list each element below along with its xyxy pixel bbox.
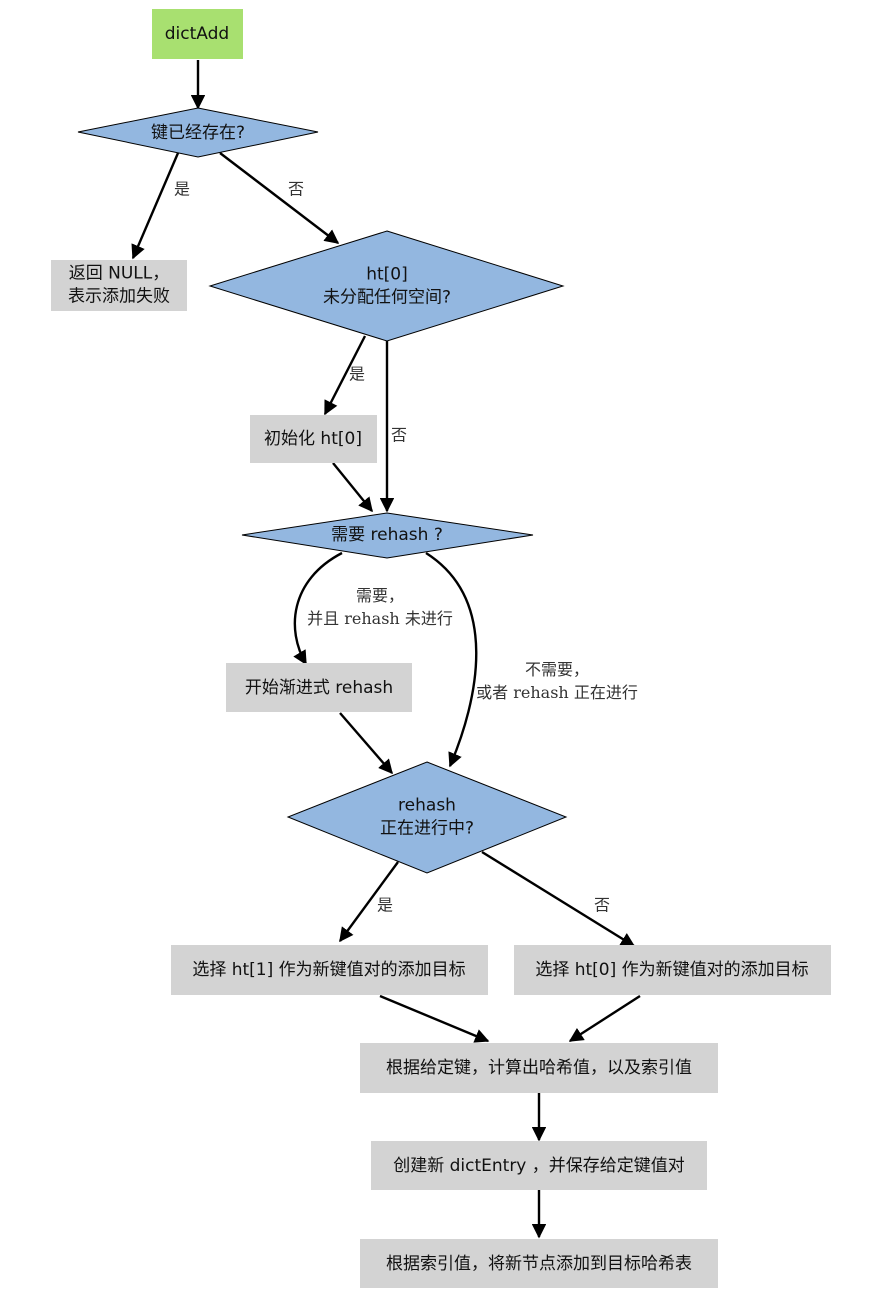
ht0-empty-no-label: 否	[391, 426, 407, 445]
rehashing-yes-label: 是	[377, 896, 393, 915]
compute-hash-label-line: 根据给定键，计算出哈希值，以及索引值	[386, 1058, 692, 1078]
ht0-empty-yes-label: 是	[349, 365, 365, 384]
key-exists-decision	[77, 107, 319, 158]
edge-key-exists-no	[219, 152, 340, 244]
return-null-label: 返回 NULL， 表示添加失败	[68, 264, 170, 307]
nodes: dictAdd 键已经存在? 返回 NULL， 表示添加失败 ht[0] 未分配任何…	[51, 9, 831, 1288]
key-exists-no-label-line: 否	[288, 180, 304, 199]
rehashing-label-line: 正在进行中?	[380, 819, 474, 839]
edges	[131, 60, 641, 1239]
start-rehash-node	[226, 663, 412, 712]
rehashing-label-line: rehash	[398, 796, 456, 816]
choose-ht1-node	[171, 945, 488, 995]
edge-labels: 是 否 是 否 需要， 并且 rehash 未进行 不需要， 或者 rehash 正…	[174, 180, 638, 915]
need-rehash-no-label-line: 不需要，	[525, 660, 589, 679]
choose-ht0-label-line: 选择 ht[0] 作为新键值对的添加目标	[535, 960, 808, 980]
need-rehash-no-label-line: 或者 rehash 正在进行	[476, 683, 638, 702]
ht0-empty-label-line: ht[0]	[366, 265, 408, 285]
choose-ht1-label: 选择 ht[1] 作为新键值对的添加目标	[192, 960, 465, 980]
edge-rehashing-no	[481, 850, 636, 948]
need-rehash-yes-label-line: 并且 rehash 未进行	[307, 609, 453, 628]
create-entry-node	[371, 1141, 707, 1190]
need-rehash-label: 需要 rehash ?	[331, 525, 443, 545]
edge-need-rehash-no	[425, 551, 478, 768]
choose-ht1-label-line: 选择 ht[1] 作为新键值对的添加目标	[192, 960, 465, 980]
choose-ht0-label: 选择 ht[0] 作为新键值对的添加目标	[535, 960, 808, 980]
return-null-node	[51, 260, 187, 311]
need-rehash-decision	[241, 512, 534, 559]
key-exists-no-label: 否	[288, 180, 304, 199]
need-rehash-yes-label: 需要， 并且 rehash 未进行	[307, 586, 453, 628]
key-exists-yes-label-line: 是	[174, 180, 190, 199]
start-node	[152, 9, 243, 59]
rehashing-decision	[286, 761, 568, 874]
ht0-empty-decision	[208, 230, 565, 342]
return-null-label-line: 表示添加失败	[68, 287, 170, 307]
rehashing-no-label-line: 否	[594, 896, 610, 915]
ht0-empty-label-line: 未分配任何空间?	[323, 288, 451, 308]
rehashing-no-label: 否	[594, 896, 610, 915]
start-rehash-label: 开始渐进式 rehash	[245, 678, 393, 698]
start-node-label: dictAdd	[165, 24, 229, 44]
create-entry-label: 创建新 dictEntry ，并保存给定键值对	[393, 1156, 685, 1176]
need-rehash-yes-label-line: 需要，	[356, 586, 404, 605]
ht0-empty-label: ht[0] 未分配任何空间?	[323, 265, 451, 308]
key-exists-label-line: 键已经存在?	[151, 123, 245, 143]
ht0-empty-yes-label-line: 是	[349, 365, 365, 384]
edge-rehashing-yes	[339, 861, 399, 943]
return-null-label-line: 返回 NULL，	[69, 264, 170, 284]
choose-ht0-node	[514, 945, 831, 995]
edge-ht1-to-compute	[379, 994, 490, 1043]
ht0-empty-no-label-line: 否	[391, 426, 407, 445]
edge-start-rehash-to-rehashing	[339, 712, 393, 775]
edge-ht0-empty-yes	[323, 335, 367, 416]
init-ht0-label: 初始化 ht[0]	[264, 429, 362, 449]
edge-need-rehash-yes	[293, 551, 343, 666]
edge-key-exists-yes	[131, 152, 180, 260]
init-ht0-label-line: 初始化 ht[0]	[264, 429, 362, 449]
compute-hash-label: 根据给定键，计算出哈希值，以及索引值	[386, 1058, 692, 1078]
key-exists-label: 键已经存在?	[151, 123, 245, 143]
add-to-table-node	[360, 1239, 718, 1288]
start-rehash-label-line: 开始渐进式 rehash	[245, 678, 393, 698]
edge-ht0-to-compute	[568, 994, 641, 1043]
add-to-table-label-line: 根据索引值，将新节点添加到目标哈希表	[386, 1254, 692, 1274]
compute-hash-node	[360, 1043, 718, 1093]
key-exists-yes-label: 是	[174, 180, 190, 199]
need-rehash-no-label: 不需要， 或者 rehash 正在进行	[476, 660, 638, 702]
create-entry-label-line: 创建新 dictEntry ，并保存给定键值对	[393, 1156, 685, 1176]
init-ht0-node	[250, 415, 377, 463]
rehashing-yes-label-line: 是	[377, 896, 393, 915]
rehashing-label: rehash 正在进行中?	[380, 796, 474, 839]
edge-init-to-need-rehash	[332, 462, 373, 513]
start-node-label-line: dictAdd	[165, 24, 229, 44]
add-to-table-label: 根据索引值，将新节点添加到目标哈希表	[386, 1254, 692, 1274]
need-rehash-label-line: 需要 rehash ?	[331, 525, 443, 545]
